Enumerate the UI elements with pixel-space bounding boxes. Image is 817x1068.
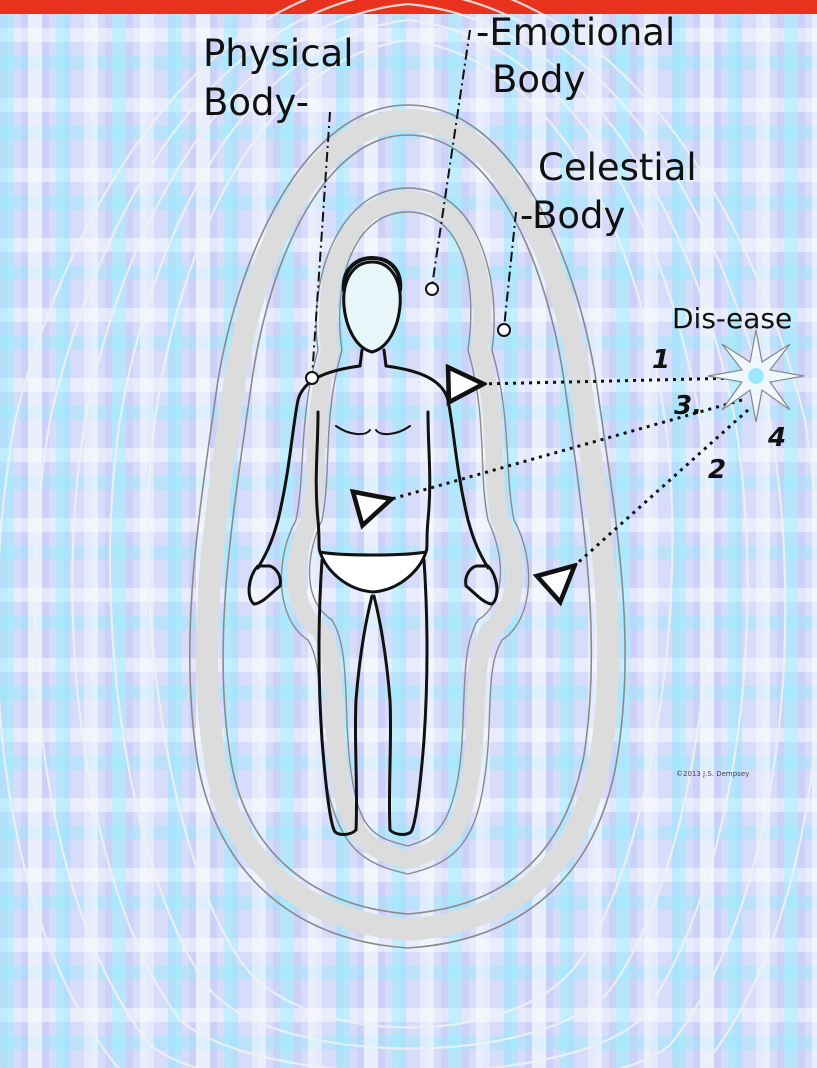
physical-body-marker — [306, 372, 318, 384]
physical-body-label-line2: Body- — [203, 81, 309, 124]
celestial-body-label-line2: -Body — [520, 194, 625, 237]
celestial-aura-band — [207, 120, 609, 930]
disease-star-icon — [708, 330, 804, 422]
celestial-body-label-line1: Celestial — [538, 146, 697, 189]
path-number-4: 4 — [767, 423, 786, 453]
path-number-3: 3. — [674, 391, 702, 421]
celestial-body-marker — [498, 324, 510, 336]
arrow-path-1 — [480, 378, 740, 384]
copyright-notice: ©2013 J.S. Dempsey — [676, 770, 749, 778]
path-number-2: 2 — [708, 455, 726, 485]
disease-label: Dis-ease — [672, 302, 792, 335]
emotional-body-marker — [426, 283, 438, 295]
emotional-aura-band — [296, 200, 514, 860]
emotional-body-label-line1: -Emotional — [476, 11, 675, 54]
emotional-body-label-line2: Body — [492, 58, 585, 101]
path-number-1: 1 — [652, 345, 670, 375]
physical-body-label-line1: Physical — [203, 32, 354, 75]
